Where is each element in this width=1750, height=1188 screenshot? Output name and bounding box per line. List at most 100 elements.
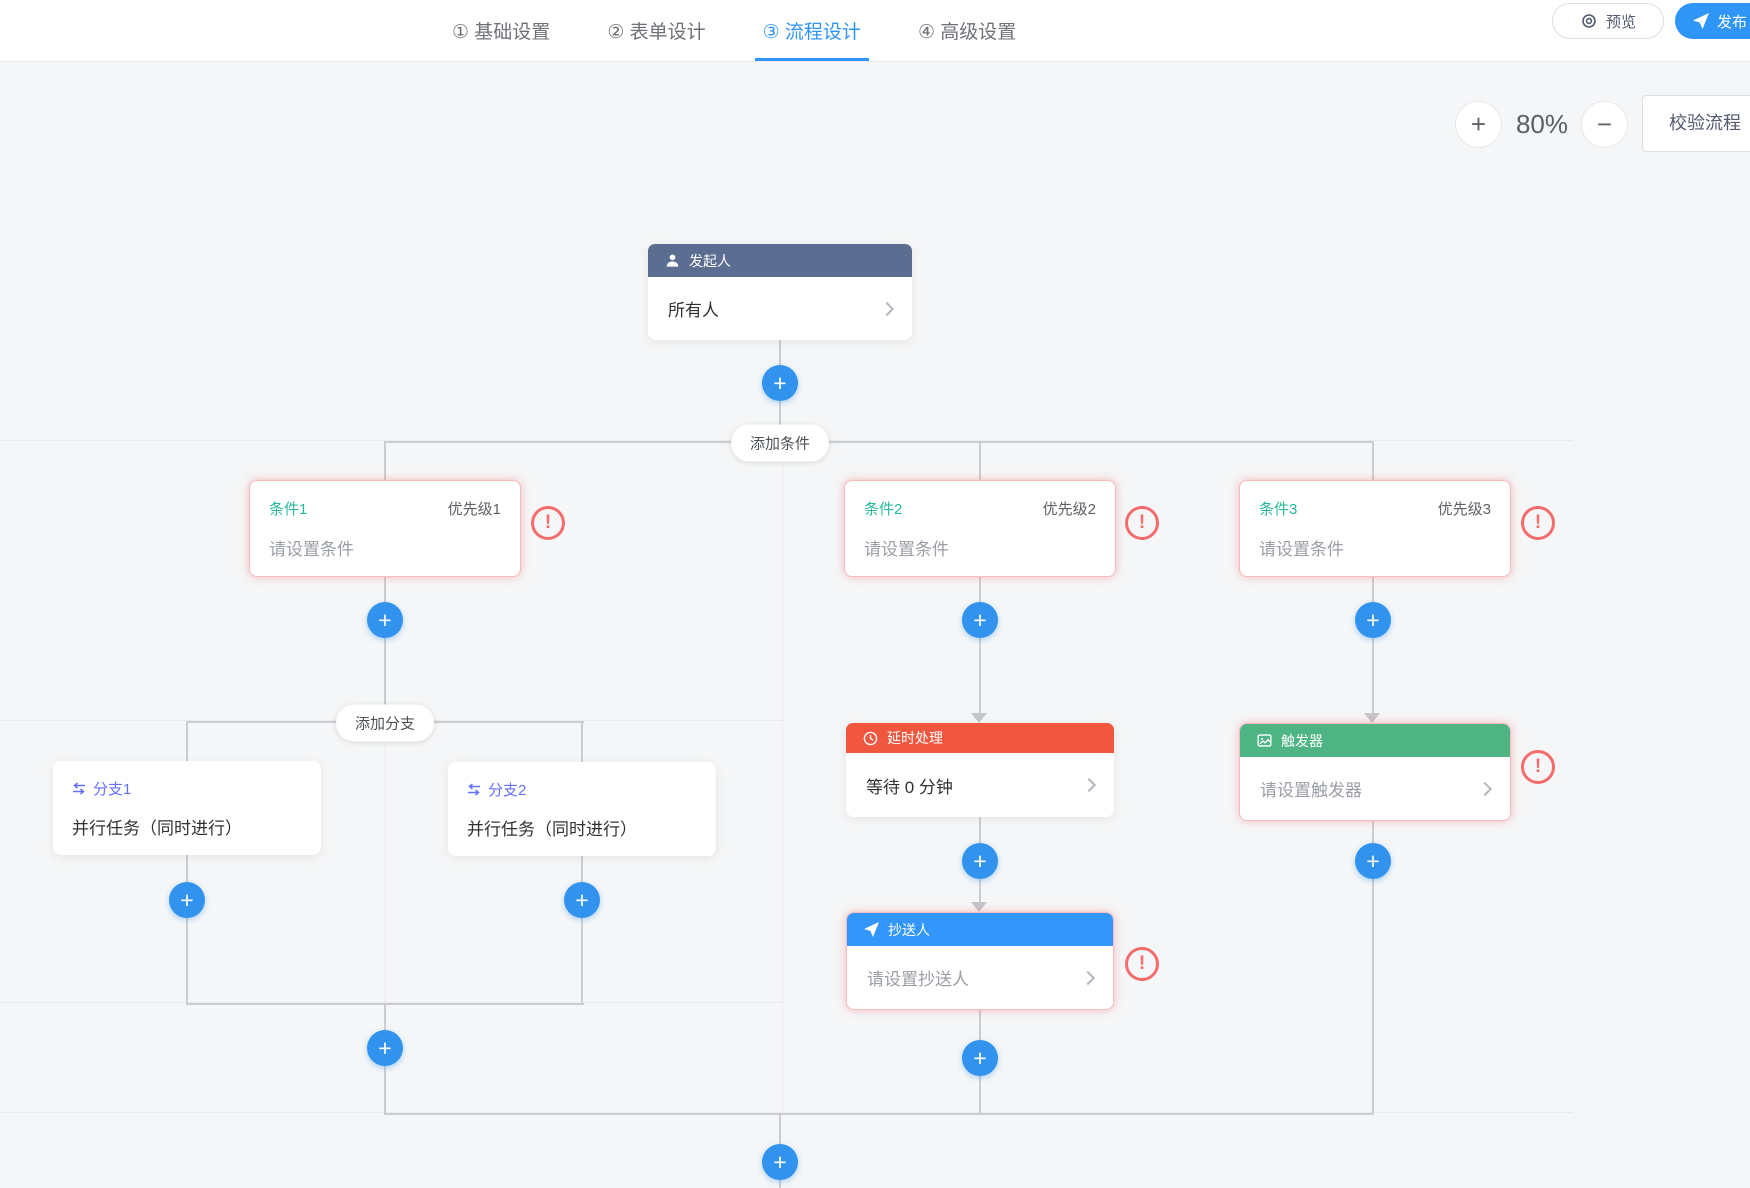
add-node-button[interactable]: + <box>1355 843 1391 879</box>
condition-node-1-priority: 优先级1 <box>447 501 501 518</box>
start-node[interactable]: 发起人 所有人 <box>648 244 912 340</box>
branch-node-1-content: 并行任务（同时进行） <box>72 819 242 838</box>
connector-line <box>979 577 981 714</box>
section-divider-line <box>0 1112 1573 1113</box>
tab-process-design[interactable]: ③ 流程设计 <box>754 0 870 61</box>
warning-icon: ! <box>1125 506 1159 540</box>
condition-node-2-content: 请设置条件 <box>864 540 949 559</box>
connector-line <box>979 441 981 481</box>
branch-node-2[interactable]: 分支2 并行任务（同时进行） <box>448 762 716 856</box>
add-branch-button[interactable]: 添加分支 <box>335 704 435 742</box>
connector-line <box>384 577 386 707</box>
tab-advanced-settings[interactable]: ④ 高级设置 <box>917 22 1017 43</box>
arrow-down-icon <box>971 902 987 912</box>
connector-line <box>1372 441 1374 481</box>
start-node-header: 发起人 <box>648 244 912 277</box>
add-node-button[interactable]: + <box>367 602 403 638</box>
add-node-button[interactable]: + <box>564 882 600 918</box>
preview-button[interactable]: 预览 <box>1552 3 1664 39</box>
condition-node-3[interactable]: 条件3 优先级3 请设置条件 <box>1239 480 1511 577</box>
branch-node-2-header: 分支2 <box>448 762 716 800</box>
add-node-button[interactable]: + <box>762 365 798 401</box>
condition-node-2-title: 条件2 <box>864 501 903 518</box>
connector-line <box>1372 577 1374 714</box>
connector-line <box>186 855 188 1005</box>
start-node-title: 发起人 <box>689 252 731 269</box>
zoom-out-button[interactable]: − <box>1581 101 1628 148</box>
condition-node-1[interactable]: 条件1 优先级1 请设置条件 <box>249 480 521 577</box>
cc-node[interactable]: 抄送人 请设置抄送人 <box>846 912 1114 1010</box>
condition-node-3-header: 条件3 优先级3 <box>1240 481 1510 519</box>
cc-node-content: 请设置抄送人 <box>847 946 1113 1009</box>
connector-line <box>581 721 583 762</box>
add-node-button[interactable]: + <box>962 602 998 638</box>
chevron-right-icon <box>1080 970 1096 985</box>
condition-node-2[interactable]: 条件2 优先级2 请设置条件 <box>844 480 1116 577</box>
tab-basic-settings[interactable]: ① 基础设置 <box>452 22 551 43</box>
cc-node-header: 抄送人 <box>847 913 1113 946</box>
branch-node-1-title: 分支1 <box>93 781 132 798</box>
eye-icon <box>1580 14 1598 28</box>
add-node-button[interactable]: + <box>169 882 205 918</box>
tab-form-design[interactable]: ② 表单设计 <box>607 22 706 43</box>
merge-line-bottom <box>384 1113 1374 1115</box>
add-node-button[interactable]: + <box>1355 602 1391 638</box>
condition-node-1-content: 请设置条件 <box>269 540 354 559</box>
arrow-down-icon <box>971 713 987 723</box>
delay-node-title: 延时处理 <box>887 730 943 746</box>
start-node-value: 所有人 <box>668 301 719 320</box>
zoom-in-button[interactable]: + <box>1455 101 1502 148</box>
arrow-down-icon <box>1364 713 1380 723</box>
delay-node-content: 等待 0 分钟 <box>846 753 1114 817</box>
parallel-branch-icon <box>72 782 86 795</box>
trigger-node-placeholder: 请设置触发器 <box>1260 781 1362 800</box>
add-node-button[interactable]: + <box>762 1144 798 1180</box>
connector-line <box>581 856 583 1005</box>
connector-line <box>186 721 188 761</box>
column-divider-line <box>782 441 783 1114</box>
condition-branch-line-top <box>384 441 1374 443</box>
clock-icon <box>863 731 878 746</box>
trigger-node-title: 触发器 <box>1281 732 1323 749</box>
cc-node-title: 抄送人 <box>888 921 930 938</box>
delay-node-value: 等待 0 分钟 <box>866 777 953 797</box>
branch-node-2-title: 分支2 <box>488 782 527 799</box>
trigger-node[interactable]: 触发器 请设置触发器 <box>1239 723 1511 821</box>
condition-node-3-title: 条件3 <box>1259 501 1298 518</box>
branch-node-2-content: 并行任务（同时进行） <box>467 820 637 839</box>
start-node-content: 所有人 <box>648 277 912 340</box>
branch-node-1[interactable]: 分支1 并行任务（同时进行） <box>53 761 321 855</box>
validate-flow-button[interactable]: 校验流程 <box>1642 95 1750 152</box>
add-node-button[interactable]: + <box>962 1040 998 1076</box>
delay-node[interactable]: 延时处理 等待 0 分钟 <box>846 723 1114 817</box>
add-node-button[interactable]: + <box>962 843 998 879</box>
cc-node-placeholder: 请设置抄送人 <box>867 970 969 989</box>
branch-node-1-header: 分支1 <box>53 761 321 799</box>
section-divider-line <box>0 1002 782 1003</box>
top-bar: ① 基础设置 ② 表单设计 ③ 流程设计 ④ 高级设置 预览 发布 <box>0 0 1750 62</box>
chevron-right-icon <box>1081 777 1097 793</box>
zoom-percent-label: 80% <box>1515 109 1569 139</box>
preview-button-label: 预览 <box>1605 13 1636 31</box>
add-node-button[interactable]: + <box>367 1030 403 1066</box>
paper-plane-icon <box>1693 13 1709 29</box>
paper-plane-icon <box>864 922 879 937</box>
trigger-icon <box>1257 733 1272 748</box>
warning-icon: ! <box>1521 506 1555 540</box>
chevron-right-icon <box>879 301 895 316</box>
publish-button-label: 发布 <box>1717 13 1748 31</box>
condition-node-1-title: 条件1 <box>269 501 308 518</box>
add-condition-button[interactable]: 添加条件 <box>730 424 830 462</box>
trigger-node-header: 触发器 <box>1240 724 1510 757</box>
chevron-right-icon <box>1477 781 1493 796</box>
connector-line <box>1372 821 1374 1115</box>
condition-node-3-priority: 优先级3 <box>1437 501 1491 518</box>
parallel-branch-icon <box>467 783 481 796</box>
condition-node-3-content: 请设置条件 <box>1259 540 1344 559</box>
user-icon <box>665 253 680 268</box>
publish-button[interactable]: 发布 <box>1675 3 1750 39</box>
condition-node-2-header: 条件2 优先级2 <box>845 481 1115 519</box>
condition-node-1-header: 条件1 优先级1 <box>250 481 520 519</box>
warning-icon: ! <box>1125 947 1159 981</box>
